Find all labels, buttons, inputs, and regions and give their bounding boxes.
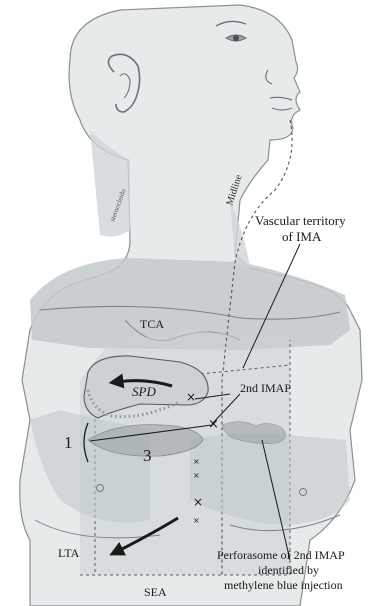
label-spd: SPD bbox=[132, 384, 156, 399]
label-sea: SEA bbox=[144, 585, 167, 599]
label-tca: TCA bbox=[140, 317, 164, 331]
label-imap: 2nd IMAP bbox=[240, 381, 291, 395]
label-lta: LTA bbox=[58, 546, 80, 560]
label-number-1: 1 bbox=[64, 433, 73, 452]
cross-1: × bbox=[193, 457, 200, 466]
imap-cross-lower: × bbox=[208, 417, 219, 432]
cross-4: × bbox=[193, 516, 200, 525]
label-perforasome-3: methylene blue injection bbox=[224, 578, 343, 592]
cross-3: × bbox=[193, 495, 203, 509]
cross-2: × bbox=[193, 471, 200, 480]
label-number-3: 3 bbox=[143, 446, 152, 465]
label-vascular-territory-1: Vascular territory bbox=[255, 213, 346, 228]
imap-cross-upper: × bbox=[186, 390, 196, 404]
label-perforasome-2: identified by bbox=[258, 563, 319, 577]
label-perforasome-1: Perforasome of 2nd IMAP bbox=[217, 548, 345, 562]
label-vascular-territory-2: of IMA bbox=[282, 229, 322, 244]
